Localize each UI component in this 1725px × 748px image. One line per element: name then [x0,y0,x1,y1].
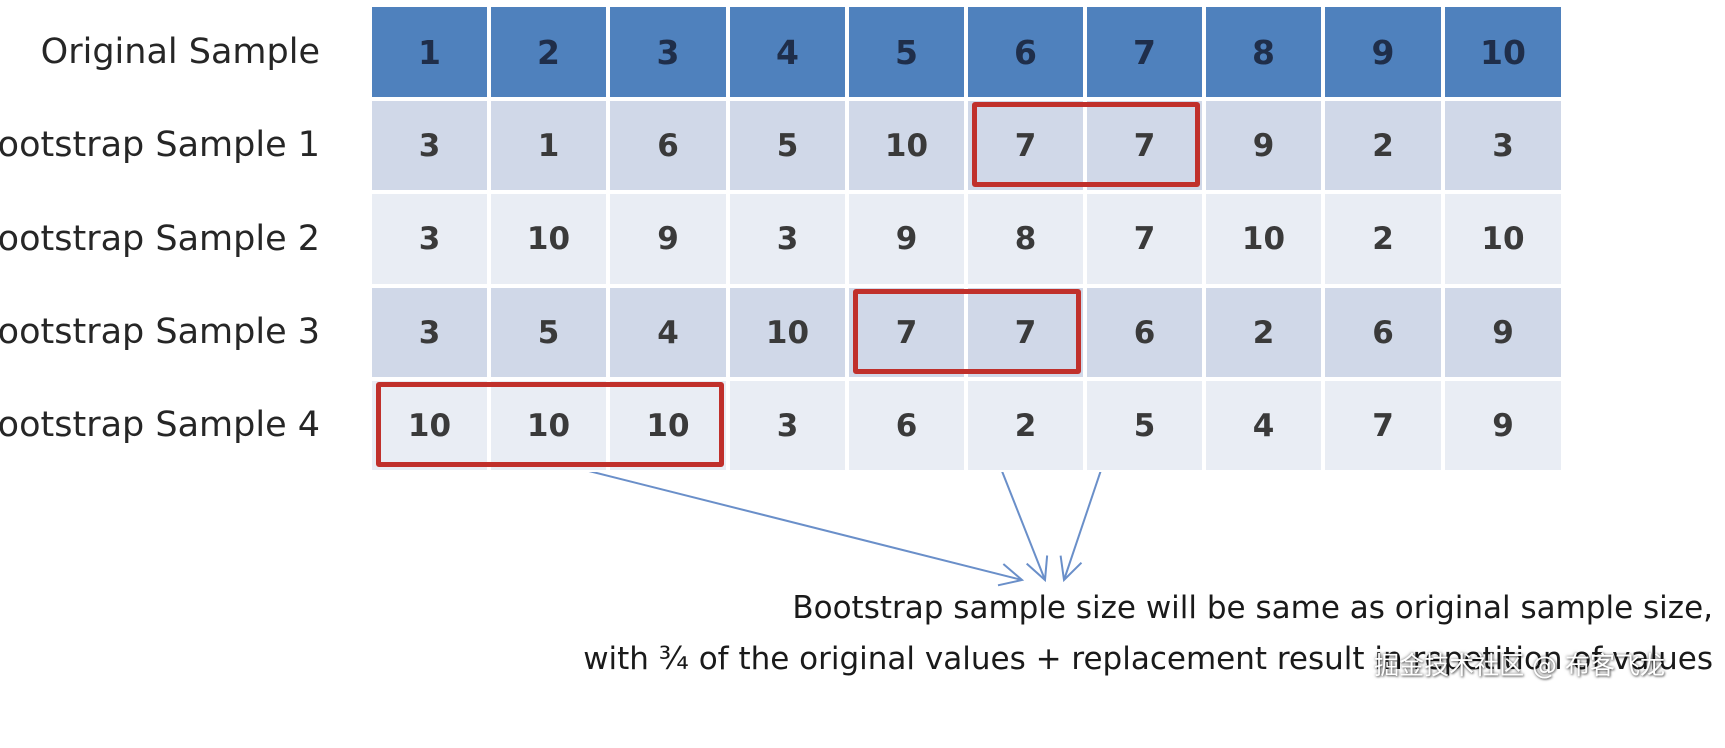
arrow-head-2 [1026,555,1049,583]
sample-cell: 10 [370,379,489,472]
header-cell: 1 [370,5,489,99]
sample-cell: 6 [1323,286,1443,379]
header-cell: 9 [1323,5,1443,99]
arrow-line-3 [552,461,1023,581]
sample-cell: 10 [1443,192,1563,286]
caption-line-1: Bootstrap sample size will be same as or… [792,590,1713,626]
sample-cell: 2 [1323,99,1443,192]
header-cell: 4 [728,5,847,99]
header-cell: 6 [966,5,1085,99]
watermark: 掘金技术社区 @ 布客飞龙 [1374,651,1665,680]
sample-cell: 1 [489,99,608,192]
sample-cell: 4 [1204,379,1323,472]
sample-cell: 3 [1443,99,1563,192]
sample-cell: 6 [1085,286,1204,379]
sample-cell: 9 [847,192,966,286]
header-cell: 2 [489,5,608,99]
sample-cell: 9 [1443,286,1563,379]
sample-cell: 10 [489,192,608,286]
sample-cell: 10 [489,379,608,472]
sample-cell: 9 [1204,99,1323,192]
arrow-head-3 [997,563,1025,587]
sample-cell: 2 [1204,286,1323,379]
sample-cell: 10 [847,99,966,192]
header-cell: 7 [1085,5,1204,99]
sample-cell: 7 [966,99,1085,192]
header-cell: 10 [1443,5,1563,99]
sample-cell: 2 [966,379,1085,472]
sample-cell: 6 [608,99,728,192]
bootstrap-sample-3-label: Bootstrap Sample 3 [0,312,320,352]
sample-cell: 3 [370,192,489,286]
sample-cell: 4 [608,286,728,379]
sample-cell: 5 [1085,379,1204,472]
sample-cell: 7 [966,286,1085,379]
sample-cell: 6 [847,379,966,472]
sample-cell: 3 [370,286,489,379]
sample-cell: 10 [608,379,728,472]
sample-cell: 7 [1085,192,1204,286]
header-cell: 3 [608,5,728,99]
sample-cell: 5 [489,286,608,379]
sample-cell: 9 [1443,379,1563,472]
sample-cell: 2 [1323,192,1443,286]
sample-cell: 9 [608,192,728,286]
caption-line-2: with ¾ of the original values + replacem… [583,641,1713,677]
bootstrap-sample-4-label: Bootstrap Sample 4 [0,405,320,445]
original-sample-label: Original Sample [40,32,320,72]
arrow-head-1 [1059,555,1083,583]
sample-cell: 8 [966,192,1085,286]
header-cell: 5 [847,5,966,99]
bootstrap-sample-2-label: Bootstrap Sample 2 [0,219,320,259]
sample-cell: 3 [728,192,847,286]
sample-cell: 3 [370,99,489,192]
sample-cell: 10 [1204,192,1323,286]
header-cell: 8 [1204,5,1323,99]
sample-cell: 7 [847,286,966,379]
sample-cell: 5 [728,99,847,192]
sample-cell: 7 [1085,99,1204,192]
bootstrap-sample-1-label: Bootstrap Sample 1 [0,125,320,165]
sample-cell: 10 [728,286,847,379]
sample-cell: 7 [1323,379,1443,472]
sample-cell: 3 [728,379,847,472]
